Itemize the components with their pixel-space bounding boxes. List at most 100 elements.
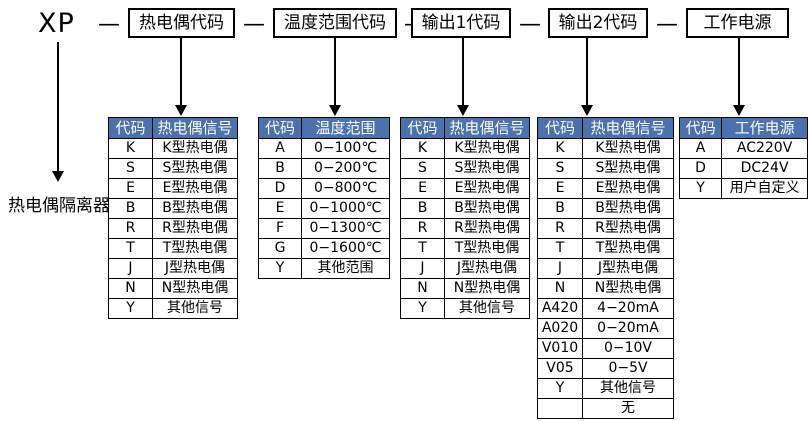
segment-label: 输出2代码 [558, 12, 638, 33]
cell-description: 0−100℃ [301, 138, 390, 159]
cell-code: A020 [537, 318, 583, 339]
cell-code: S [400, 158, 445, 179]
column-header-code: 代码 [400, 117, 445, 139]
cell-code: Y [678, 178, 723, 199]
table-header-row: 代码 温度范围 [258, 117, 390, 139]
segment-box-thermocouple-code[interactable]: 热电偶代码 [128, 8, 235, 38]
column-header-code: 代码 [537, 117, 583, 139]
cell-code: G [258, 238, 302, 259]
table-header-row: 代码 工作电源 [678, 117, 808, 139]
cell-description: 0−800℃ [301, 178, 390, 199]
cell-code: N [537, 278, 583, 299]
table-header-row: 代码 热电偶信号 [108, 117, 238, 139]
cell-description: 0−10V [582, 338, 674, 359]
cell-description: B型热电偶 [444, 198, 530, 219]
separator-dash-4: — [519, 12, 541, 37]
cell-code: J [108, 258, 153, 279]
cell-description: N型热电偶 [444, 278, 530, 299]
cell-description: 0−200℃ [301, 158, 390, 179]
table-header-row: 代码 热电偶信号 [537, 117, 674, 139]
cell-code: T [108, 238, 153, 259]
table-row: 无 [537, 398, 674, 419]
cell-description: E型热电偶 [582, 178, 674, 199]
cell-description: 无 [582, 398, 674, 419]
cell-code: Y [108, 298, 153, 319]
column-header-power: 工作电源 [721, 117, 808, 139]
cell-code: K [537, 138, 583, 159]
cell-code: N [400, 278, 445, 299]
cell-code: R [108, 218, 153, 239]
cell-description: N型热电偶 [152, 278, 238, 299]
cell-description: R型热电偶 [582, 218, 674, 239]
table-header-row: 代码 热电偶信号 [400, 117, 530, 139]
cell-code: Y [258, 258, 302, 279]
cell-description: J型热电偶 [444, 258, 530, 279]
cell-description: 其他范围 [301, 258, 390, 279]
segment-box-power-supply[interactable]: 工作电源 [686, 8, 789, 38]
cell-description: 用户自定义 [721, 178, 808, 199]
cell-description: J型热电偶 [582, 258, 674, 279]
cell-code: Y [537, 378, 583, 399]
segment-box-temperature-range-code[interactable]: 温度范围代码 [273, 8, 397, 38]
cell-description: 0−5V [582, 358, 674, 379]
cell-description: B型热电偶 [152, 198, 238, 219]
cell-code: E [537, 178, 583, 199]
column-header-code: 代码 [258, 117, 302, 139]
cell-description: R型热电偶 [444, 218, 530, 239]
cell-description: K型热电偶 [152, 138, 238, 159]
column-header-range: 温度范围 [301, 117, 390, 139]
cell-description: T型热电偶 [152, 238, 238, 259]
cell-description: K型热电偶 [444, 138, 530, 159]
segment-box-output2-code[interactable]: 输出2代码 [548, 8, 648, 38]
cell-description: 0−20mA [582, 318, 674, 339]
cell-description: S型热电偶 [444, 158, 530, 179]
column-header-signal: 热电偶信号 [582, 117, 674, 139]
cell-code: S [537, 158, 583, 179]
cell-code: B [400, 198, 445, 219]
cell-description: 其他信号 [444, 298, 530, 319]
cell-description: T型热电偶 [582, 238, 674, 259]
cell-code: T [400, 238, 445, 259]
separator-dash-1: — [98, 12, 120, 37]
cell-description: B型热电偶 [582, 198, 674, 219]
cell-description: 4−20mA [582, 298, 674, 319]
cell-description: 其他信号 [582, 378, 674, 399]
segment-box-output1-code[interactable]: 输出1代码 [411, 8, 511, 38]
column-header-code: 代码 [678, 117, 723, 139]
